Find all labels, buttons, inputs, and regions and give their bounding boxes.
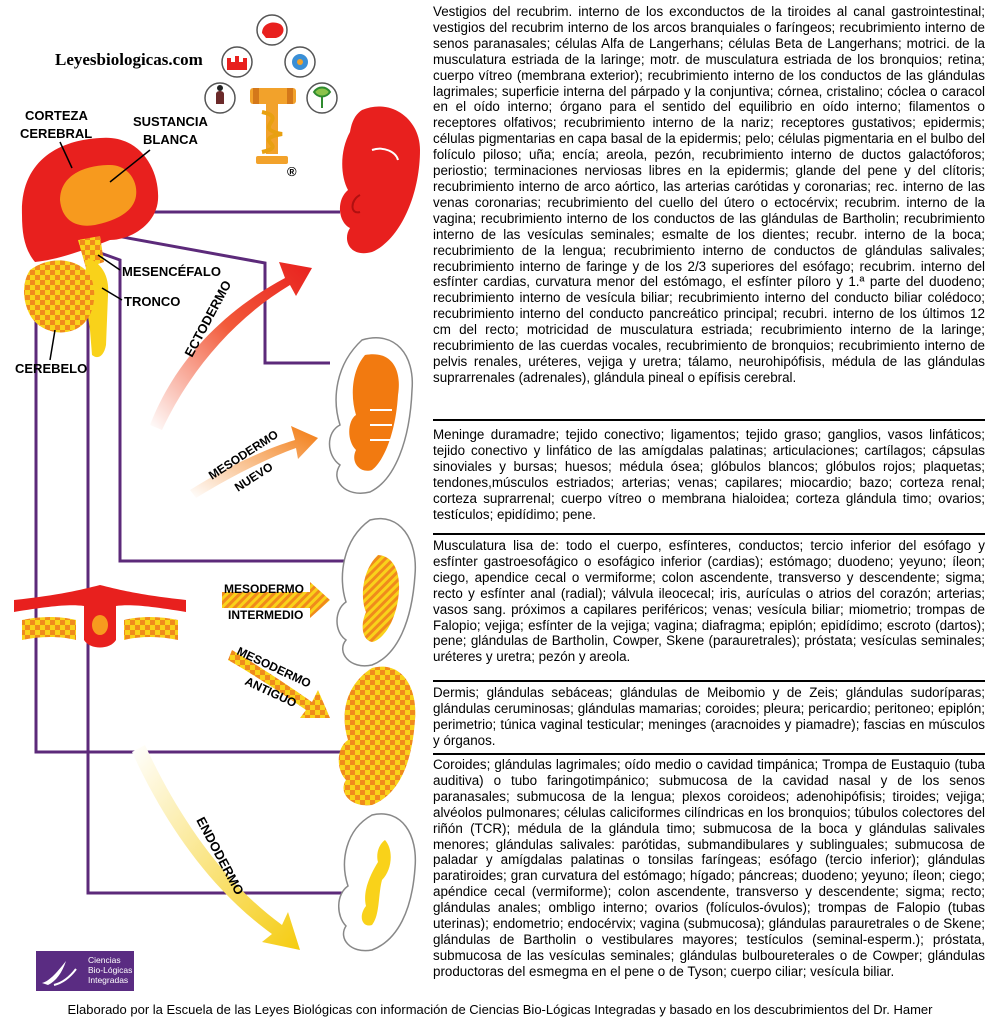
section-mesodermo-intermedio: Musculatura lisa de: todo el cuerpo, esf… — [433, 538, 985, 665]
label-mesodermo-intermedio-2: INTERMEDIO — [228, 608, 303, 622]
embryo-mesodermo-nuevo — [328, 337, 414, 494]
label-tronco: TRONCO — [124, 294, 180, 309]
logo-line-3: Integradas — [88, 975, 129, 985]
mini-tree-icon — [312, 86, 332, 108]
mini-brain-icon — [262, 22, 284, 38]
connector-lines — [34, 210, 350, 895]
ectodermo-arrow: ECTODERMO — [150, 262, 312, 430]
mini-figure-icon — [216, 91, 224, 104]
footer-credit: Elaborado por la Escuela de las Leyes Bi… — [67, 1002, 933, 1017]
divider-1 — [433, 419, 985, 421]
emblem: ® — [204, 14, 338, 179]
label-blanca: BLANCA — [143, 132, 198, 147]
emblem-base-icon — [256, 156, 288, 164]
embryo-cross-section — [14, 585, 186, 648]
embryo-ectoderm — [339, 106, 420, 254]
line-brainstem — [86, 300, 350, 895]
embryo-endoderm — [338, 813, 417, 952]
caduceus-snake-icon — [261, 110, 283, 154]
divider-3 — [433, 680, 985, 682]
divider-4 — [433, 753, 985, 755]
gavel-band-left-icon — [253, 88, 259, 104]
section-ectodermo: Vestigios del recubrim. interno de los e… — [433, 4, 985, 385]
midbrain — [78, 236, 104, 268]
divider-2 — [433, 533, 985, 535]
site-name: Leyesbiologicas.com — [55, 50, 203, 69]
line-cerebellum — [34, 300, 350, 754]
mesodermo-nuevo-arrow: MESODERMO NUEVO — [190, 426, 318, 498]
label-cerebral: CEREBRAL — [20, 126, 92, 141]
label-mesencefalo: MESENCÉFALO — [122, 264, 221, 279]
mini-castle-icon — [227, 56, 247, 70]
logo-line-1: Ciencias — [88, 955, 121, 965]
logo-swoosh-icon — [42, 961, 77, 986]
endodermo-arrow: ENDODERMO — [132, 745, 300, 950]
label-corteza: CORTEZA — [25, 108, 88, 123]
embryo-mesodermo-antiguo — [338, 666, 416, 806]
mesodermo-intermedio-arrow: MESODERMO INTERMEDIO — [222, 582, 330, 622]
pointer-blanca — [109, 149, 151, 183]
mini-head-icon — [217, 85, 223, 91]
logo: Ciencias Bio-Lógicas Integradas — [36, 951, 134, 991]
pointer-corteza — [59, 141, 73, 169]
label-cerebelo: CEREBELO — [15, 361, 87, 376]
section-mesodermo-antiguo: Dermis; glándulas sebáceas; glándulas de… — [433, 685, 985, 748]
mini-cell-core-icon — [297, 59, 303, 65]
brain — [21, 137, 159, 358]
tissue-list: Vestigios del recubrim. interno de los e… — [433, 4, 985, 1004]
line-white-matter — [39, 220, 330, 365]
registered-mark: ® — [287, 164, 297, 179]
pointer-mesencefalo — [97, 254, 121, 271]
gavel-head-icon — [250, 88, 296, 104]
logo-text: Ciencias Bio-Lógicas Integradas — [88, 955, 132, 985]
section-mesodermo-nuevo: Meninge duramadre; tejido conectivo; lig… — [433, 427, 985, 522]
label-sustancia: SUSTANCIA — [133, 114, 208, 129]
line-midbrain — [91, 248, 345, 563]
pointer-tronco — [101, 287, 123, 301]
label-mesodermo-intermedio-1: MESODERMO — [224, 582, 304, 596]
pointer-cerebelo — [49, 329, 56, 361]
embryo-mesodermo-intermedio — [336, 517, 417, 667]
cerebellum — [24, 260, 95, 333]
mesodermo-antiguo-arrow: MESODERMO ANTIGUO — [228, 644, 330, 718]
logo-line-2: Bio-Lógicas — [88, 965, 133, 975]
gavel-band-right-icon — [287, 88, 293, 104]
section-endodermo: Coroides; glándulas lagrimales; oído med… — [433, 757, 985, 979]
white-matter — [60, 165, 137, 226]
